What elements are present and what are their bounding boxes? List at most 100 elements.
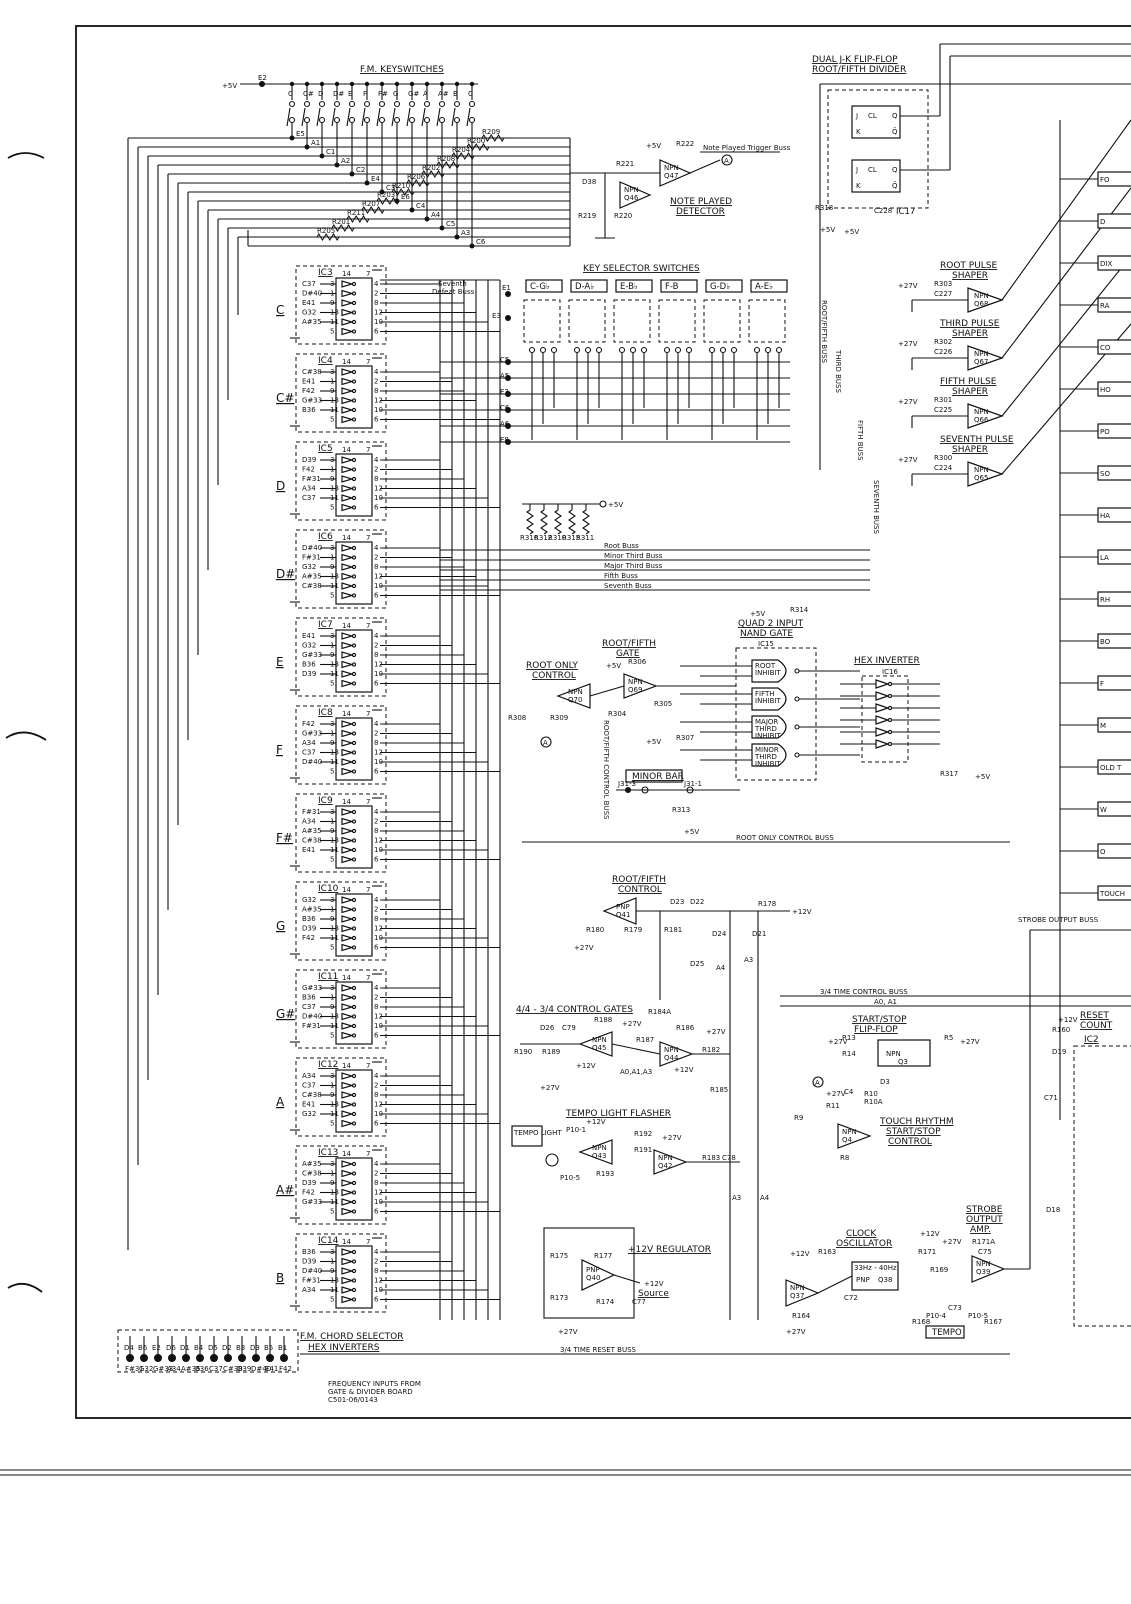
inverter-pin-out: 12 bbox=[374, 1277, 383, 1285]
inverter-input-label: B36 bbox=[302, 1248, 316, 1256]
svg-text:R181: R181 bbox=[664, 926, 682, 934]
inverter-bubble bbox=[351, 985, 357, 991]
right-connector-label: DIX bbox=[1100, 260, 1112, 268]
freq-pin-dot bbox=[154, 1354, 162, 1362]
inverter-input-label: A#35 bbox=[302, 573, 322, 581]
key-selector-switch-body bbox=[523, 299, 561, 343]
inverter-gate bbox=[341, 456, 355, 464]
keyswitch-blade bbox=[346, 107, 351, 127]
svg-text:R219: R219 bbox=[578, 212, 596, 220]
nand-gate-body bbox=[751, 687, 787, 711]
inverter-pin-out: 12 bbox=[374, 661, 383, 669]
inverter-gate bbox=[341, 1091, 355, 1099]
keyswitch-label: A bbox=[423, 90, 428, 98]
inverter-ic-label: IC4 bbox=[318, 356, 333, 366]
inverter-bubble bbox=[351, 486, 357, 491]
keyswitch-blade bbox=[421, 107, 426, 127]
key-selector-contact bbox=[730, 346, 738, 354]
keyswitch-resistor-label: R202 bbox=[422, 164, 440, 172]
inverter-bubble bbox=[351, 291, 357, 296]
inverter-gate bbox=[341, 572, 355, 581]
svg-text:R182: R182 bbox=[702, 1046, 720, 1054]
tempo-pot-box[interactable] bbox=[925, 1325, 965, 1339]
inverter-group-outline bbox=[295, 1145, 387, 1225]
inverter-bubble bbox=[351, 300, 357, 306]
inverter-pin-in: 5 bbox=[330, 592, 334, 600]
svg-text:A0,A1,A3: A0,A1,A3 bbox=[620, 1068, 652, 1076]
inverter-pin-label: 7 bbox=[366, 974, 370, 982]
keyswitch-contact bbox=[303, 100, 311, 108]
inverter-bubble bbox=[351, 545, 357, 551]
keyswitch-blade bbox=[466, 107, 471, 127]
inverter-gate bbox=[341, 1198, 355, 1206]
nand-ic: IC15 bbox=[758, 640, 774, 648]
inverter-pin-out: 12 bbox=[374, 485, 383, 493]
inverter-bubble bbox=[351, 857, 357, 862]
inverter-bubble bbox=[351, 564, 357, 570]
inverter-pin-in: 5 bbox=[330, 328, 334, 336]
freq-pin-dot bbox=[182, 1354, 190, 1362]
nand-gate-label: FIFTH bbox=[755, 690, 775, 698]
inverter-input-label: A34 bbox=[302, 1286, 316, 1294]
key-selector-contact bbox=[775, 346, 783, 354]
clock-oscillator: NPN Q37 33Hz - 40Hz PNP Q38 +12V R163 R1… bbox=[785, 1230, 948, 1336]
resistor bbox=[582, 509, 590, 535]
inverter-gate bbox=[341, 553, 355, 562]
pulse-shaper-subtitle: SHAPER bbox=[952, 271, 988, 281]
inverter-pin-out: 12 bbox=[374, 397, 383, 405]
keyswitch-contact bbox=[348, 116, 356, 124]
svg-text:R192: R192 bbox=[634, 1130, 652, 1138]
reset-counter-ic: IC2 bbox=[1084, 1035, 1099, 1045]
keyswitch-blade bbox=[451, 107, 456, 127]
hex-inverter-bubble bbox=[887, 705, 893, 711]
pulse-shaper-q: Q66 bbox=[974, 416, 989, 424]
inverter-pin-label: 14 bbox=[342, 446, 351, 454]
inverter-pin-out: 6 bbox=[374, 1208, 379, 1216]
inverter-bubble bbox=[351, 310, 357, 315]
svg-text:+27V: +27V bbox=[942, 1238, 962, 1246]
inverter-pin-out: 4 bbox=[374, 456, 379, 464]
hole-mark bbox=[5, 731, 47, 741]
right-connector-label: W bbox=[1100, 806, 1107, 814]
key-selector-contact bbox=[719, 346, 727, 354]
svg-text:PNP: PNP bbox=[586, 1266, 600, 1274]
svg-text:R173: R173 bbox=[550, 1294, 568, 1302]
buss-resistor-label: R315 bbox=[562, 534, 580, 542]
inverter-gate bbox=[341, 1276, 355, 1285]
svg-text:Q69: Q69 bbox=[628, 686, 642, 694]
inverter-input-label: D#40 bbox=[302, 544, 322, 552]
inverter-gate bbox=[341, 387, 355, 395]
svg-text:D24: D24 bbox=[712, 930, 727, 938]
freq-note-3: C501-06/0143 bbox=[328, 1396, 378, 1404]
inverter-bubble bbox=[351, 1033, 357, 1038]
key-selector-switch-body bbox=[568, 299, 606, 343]
freq-pin-label: D1 bbox=[180, 1344, 190, 1352]
svg-text:+12V: +12V bbox=[790, 1250, 810, 1258]
inverter-input-label: B36 bbox=[302, 406, 316, 414]
key-selector-box bbox=[525, 279, 563, 293]
inverter-pin-out: 6 bbox=[374, 1296, 379, 1304]
pulse-shaper-title: ROOT PULSE bbox=[940, 261, 998, 271]
inverter-pin-out: 2 bbox=[374, 290, 378, 298]
svg-text:NPN: NPN bbox=[592, 1036, 607, 1044]
keyswitch-blade bbox=[406, 107, 411, 127]
inverter-input-label: D39 bbox=[302, 1179, 316, 1187]
inverter-bubble bbox=[351, 819, 357, 824]
inverter-bubble bbox=[351, 1004, 357, 1010]
keyswitch-resistor-label: R208 bbox=[437, 155, 455, 163]
nand-title-1: QUAD 2 INPUT bbox=[738, 619, 804, 629]
svg-text:R5: R5 bbox=[944, 1034, 953, 1042]
inverter-pin-label: 14 bbox=[342, 622, 351, 630]
svg-text:Q46: Q46 bbox=[624, 194, 639, 202]
inverter-pin-out: 12 bbox=[374, 1101, 383, 1109]
hex-inverter-bubble bbox=[887, 741, 893, 747]
freq-pin-label: E2 bbox=[152, 1344, 161, 1352]
inverter-gate bbox=[341, 1100, 355, 1109]
touch-rhythm-title-1: TOUCH RHYTHM bbox=[879, 1117, 954, 1127]
inverter-pin-label: 14 bbox=[342, 1150, 351, 1158]
inverter-gate bbox=[341, 396, 355, 405]
svg-text:+27V: +27V bbox=[786, 1328, 806, 1336]
